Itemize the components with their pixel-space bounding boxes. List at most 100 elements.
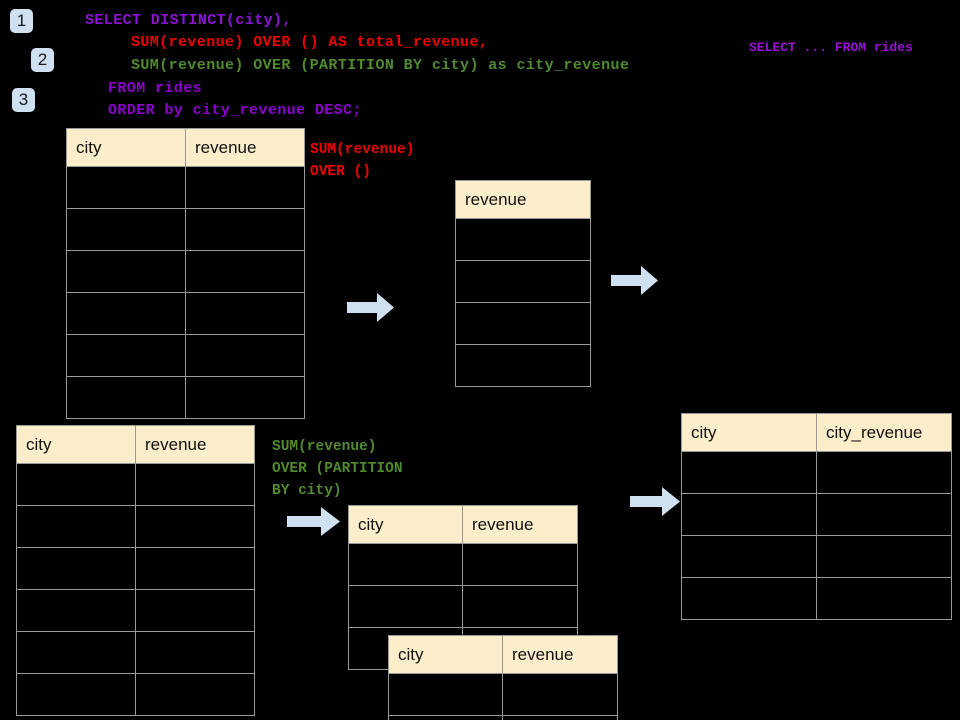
sql-line-order-by: ORDER by city_revenue DESC; (108, 102, 362, 119)
table-cell (681, 451, 817, 494)
annotation-over-partition: SUM(revenue) OVER (PARTITION BY city) (272, 439, 403, 499)
table-cell (185, 208, 305, 251)
table-cell (185, 376, 305, 419)
step-badge-3-label: 3 (18, 90, 29, 109)
step-badge-1-label: 1 (16, 11, 27, 30)
table-cell (502, 715, 618, 720)
table-row (455, 260, 591, 303)
table-cell (135, 463, 255, 506)
table-row (66, 208, 305, 251)
table-cell (66, 334, 186, 377)
table-row (66, 166, 305, 209)
column-header-city: city (681, 413, 817, 452)
column-header-revenue: revenue (185, 128, 305, 167)
table-cell (816, 493, 952, 536)
column-header-city: city (16, 425, 136, 464)
table-row (66, 334, 305, 377)
table-cell (455, 260, 591, 303)
sql-line-total-revenue: SUM(revenue) OVER () AS total_revenue, (131, 34, 489, 51)
total-revenue-table: revenue (455, 180, 591, 387)
table-cell (681, 577, 817, 620)
column-header-city: city (348, 505, 463, 544)
table-cell (388, 673, 503, 716)
table-cell (816, 535, 952, 578)
table-row (681, 451, 952, 494)
table-header-row: city revenue (388, 635, 618, 674)
table-cell (66, 376, 186, 419)
table-cell (16, 505, 136, 548)
table-row (455, 302, 591, 345)
table-row (455, 218, 591, 261)
table-row (348, 543, 578, 586)
table-row (681, 493, 952, 536)
table-cell (388, 715, 503, 720)
table-cell (455, 344, 591, 387)
table-cell (66, 208, 186, 251)
partition-group-table-back: city revenue (348, 505, 578, 670)
sql-line-select: SELECT DISTINCT(city), (85, 12, 292, 29)
column-header-city-revenue: city_revenue (816, 413, 952, 452)
table-row (455, 344, 591, 387)
table-header-row: city revenue (16, 425, 255, 464)
table-cell (16, 547, 136, 590)
table-row (388, 673, 618, 716)
table-cell (185, 166, 305, 209)
table-cell (455, 218, 591, 261)
table-cell (462, 585, 578, 628)
sql-line-from: FROM rides (108, 80, 203, 97)
table-row (66, 250, 305, 293)
table-cell (816, 451, 952, 494)
table-header-row: city city_revenue (681, 413, 952, 452)
table-cell (681, 493, 817, 536)
table-row (16, 589, 255, 632)
table-header-row: city revenue (66, 128, 305, 167)
step-badge-1[interactable]: 1 (10, 9, 33, 33)
table-cell (16, 463, 136, 506)
table-cell (66, 166, 186, 209)
city-revenue-result-table: city city_revenue (681, 413, 952, 620)
sql-side-note: SELECT ... FROM rides (749, 40, 913, 55)
table-cell (455, 302, 591, 345)
table-cell (135, 589, 255, 632)
table-cell (135, 631, 255, 674)
flow-arrow-right-2 (611, 266, 658, 295)
table-cell (135, 673, 255, 716)
table-row (16, 505, 255, 548)
table-row (388, 715, 618, 720)
table-cell (185, 292, 305, 335)
table-cell (16, 673, 136, 716)
column-header-revenue: revenue (135, 425, 255, 464)
table-header-row: revenue (455, 180, 591, 219)
flow-arrow-right-4 (630, 487, 680, 516)
table-cell (348, 543, 463, 586)
table-row (681, 535, 952, 578)
step-badge-2[interactable]: 2 (31, 48, 54, 72)
flow-arrow-right-1 (347, 293, 394, 322)
table-row (16, 463, 255, 506)
table-cell (462, 543, 578, 586)
table-row (66, 292, 305, 335)
table-header-row: city revenue (348, 505, 578, 544)
table-cell (66, 292, 186, 335)
table-cell (816, 577, 952, 620)
flow-arrow-right-3 (287, 507, 340, 536)
table-cell (185, 334, 305, 377)
table-row (348, 585, 578, 628)
rides-source-table-bottom: city revenue (16, 425, 255, 716)
sql-line-city-revenue: SUM(revenue) OVER (PARTITION BY city) as… (131, 57, 630, 74)
table-row (16, 673, 255, 716)
partition-group-table-front: city revenue (388, 635, 618, 720)
table-row (16, 547, 255, 590)
table-cell (16, 589, 136, 632)
column-header-revenue: revenue (455, 180, 591, 219)
table-row (16, 631, 255, 674)
step-badge-3[interactable]: 3 (12, 88, 35, 112)
table-cell (16, 631, 136, 674)
table-row (66, 376, 305, 419)
table-cell (348, 585, 463, 628)
table-cell (502, 673, 618, 716)
rides-source-table: city revenue (66, 128, 305, 419)
table-cell (66, 250, 186, 293)
column-header-revenue: revenue (502, 635, 618, 674)
